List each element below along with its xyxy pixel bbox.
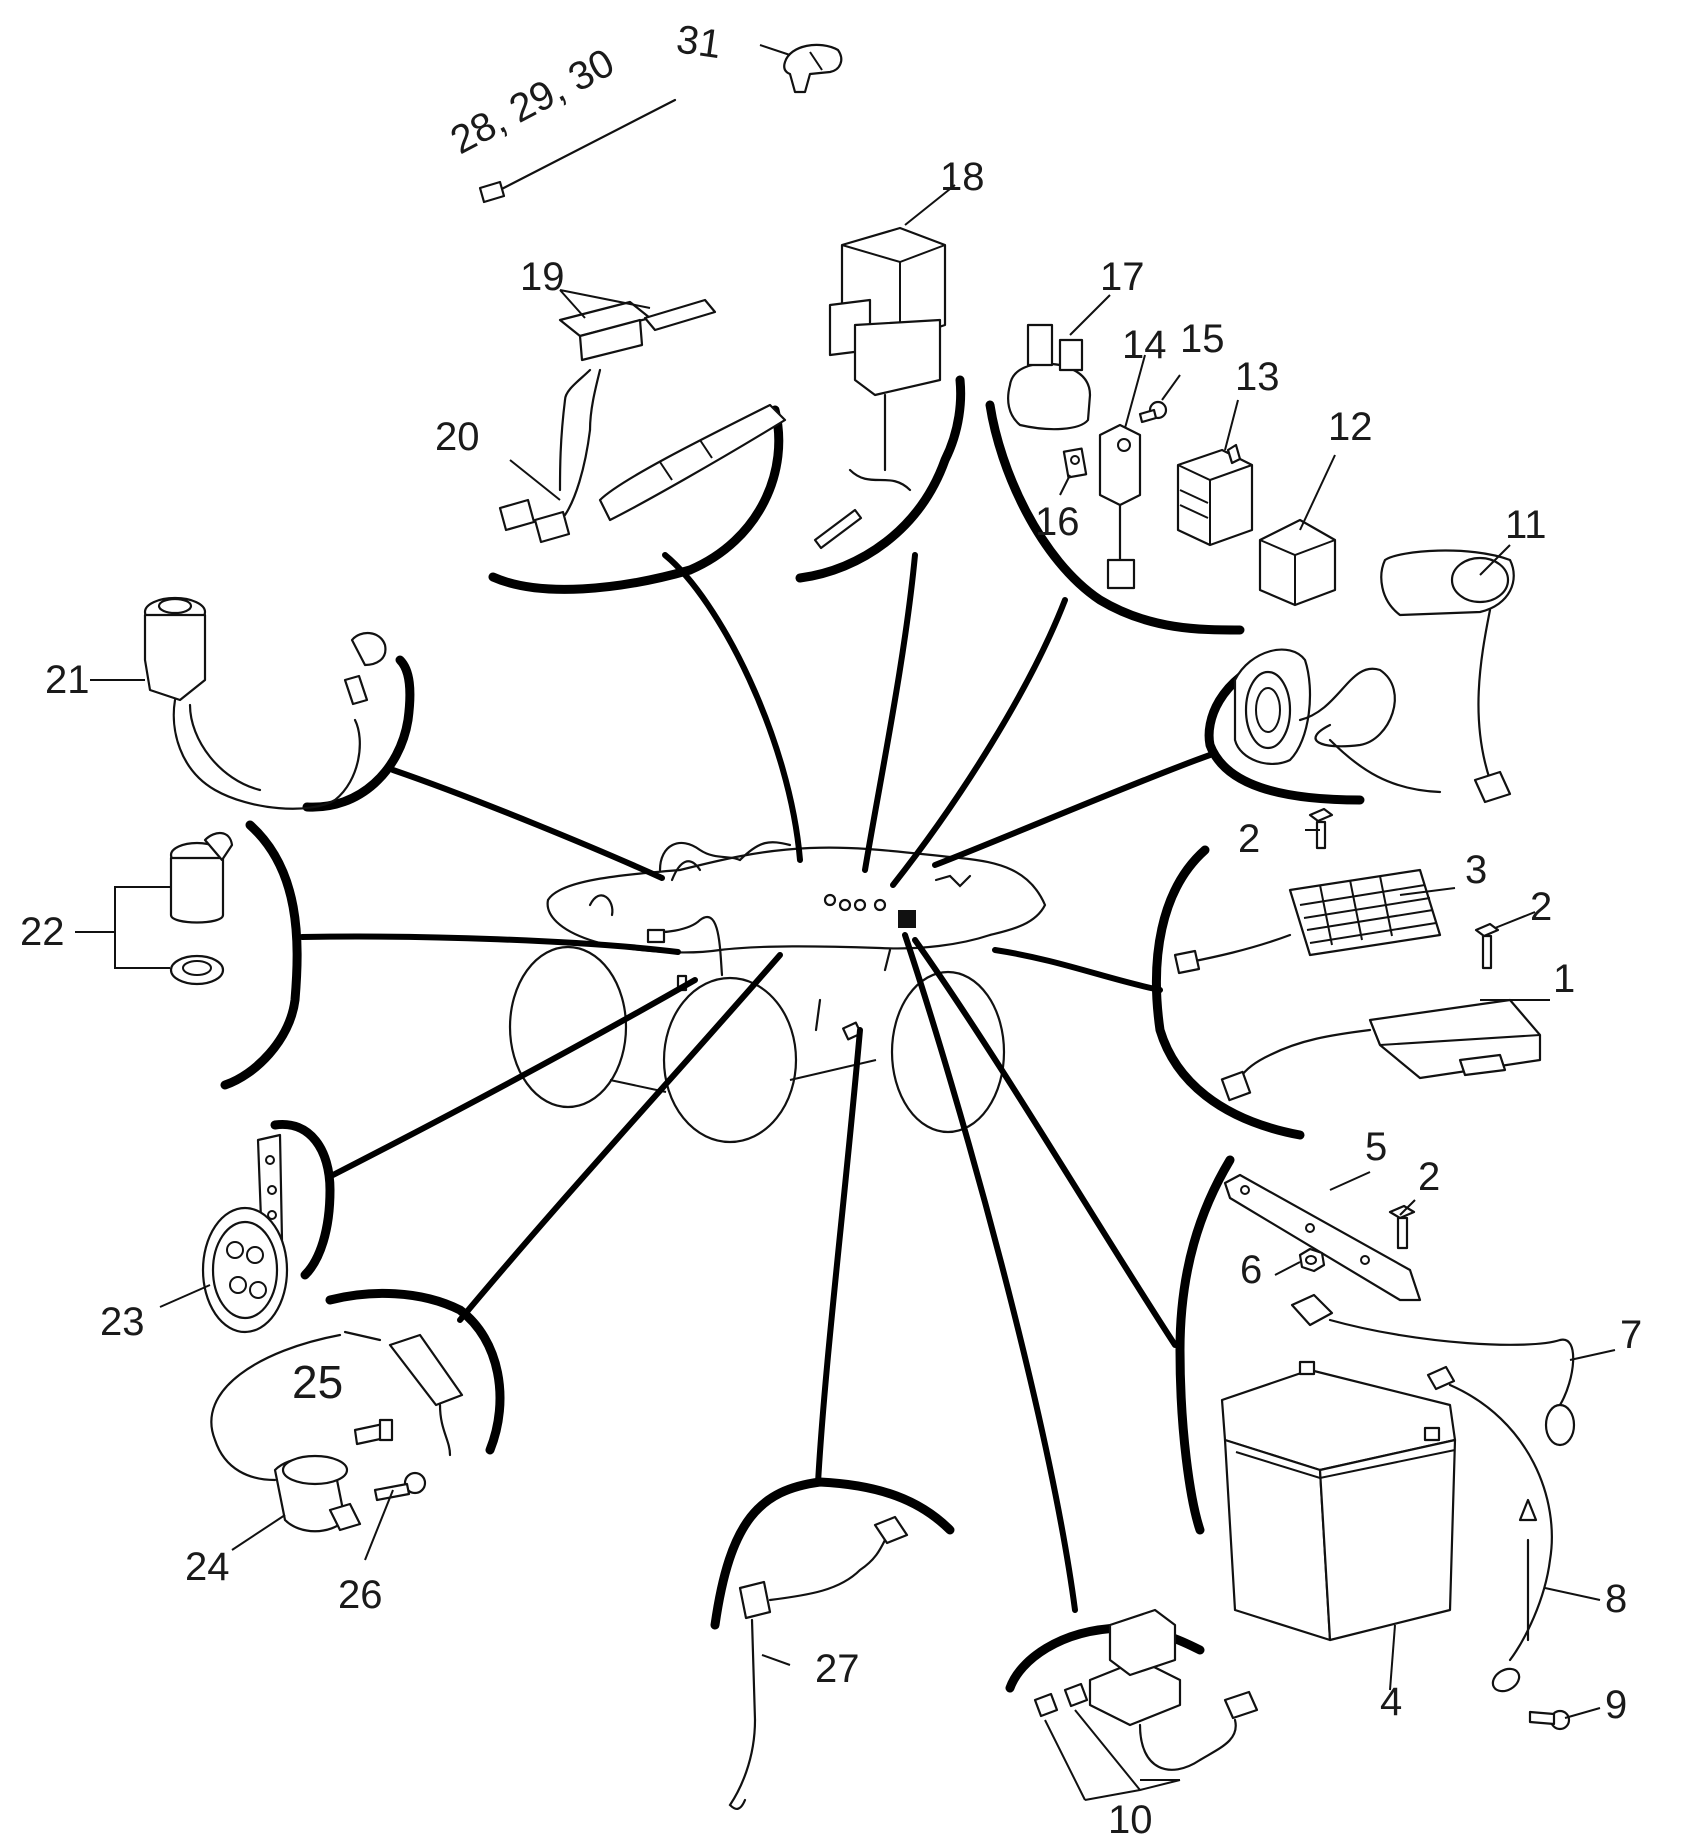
- vehicle-outline: [508, 841, 1047, 1144]
- flasher-relay[interactable]: [1258, 518, 1337, 607]
- screw-icon: [373, 1471, 427, 1502]
- callout-31: 31: [674, 17, 724, 67]
- screw-icon: [1528, 1709, 1571, 1731]
- callout-15: 15: [1180, 317, 1225, 361]
- bolt-icon: [1308, 807, 1334, 850]
- callout-8: 8: [1605, 1577, 1627, 1621]
- spark-plug-cap[interactable]: [343, 1330, 464, 1457]
- relay-block[interactable]: [1176, 443, 1254, 547]
- relay-with-lead[interactable]: [1098, 423, 1142, 590]
- callout-1: 1: [1553, 957, 1575, 1001]
- front-right-wheel: [890, 970, 1006, 1134]
- starter-solenoid[interactable]: [1007, 323, 1092, 431]
- bolt-icon: [1474, 922, 1500, 970]
- positive-battery-cable[interactable]: [1290, 1293, 1576, 1447]
- callout-9: 9: [1605, 1683, 1627, 1727]
- callout-22: 22: [20, 910, 65, 954]
- callout-28-29-30: 28, 29, 30: [444, 41, 622, 163]
- group-bubbles: [220, 375, 1365, 1693]
- callout-6: 6: [1240, 1248, 1262, 1292]
- callout-11: 11: [1505, 503, 1547, 547]
- bolt-icon: [353, 1418, 394, 1446]
- callout-17: 17: [1100, 255, 1145, 299]
- pickup-coil[interactable]: [210, 1333, 362, 1533]
- callout-23: 23: [100, 1300, 145, 1344]
- cdi-unit[interactable]: [1220, 998, 1542, 1102]
- screw-icon: [1138, 400, 1168, 424]
- callout-25: 25: [292, 1356, 343, 1408]
- rear-wheel: [662, 976, 798, 1144]
- callout-5: 5: [1365, 1125, 1387, 1169]
- callout-4: 4: [1380, 1680, 1402, 1724]
- callout-19: 19: [520, 255, 565, 299]
- callout-2: 2: [1530, 885, 1552, 929]
- callout-20: 20: [435, 415, 480, 459]
- callout-16: 16: [1035, 500, 1080, 544]
- callout-10: 10: [1108, 1798, 1153, 1837]
- callout-18: 18: [940, 155, 985, 199]
- brake-light-switch[interactable]: [728, 1515, 909, 1810]
- callout-leaders: [75, 44, 1616, 1801]
- callout-12: 12: [1328, 405, 1373, 449]
- connector-relay-set[interactable]: [1033, 1608, 1259, 1771]
- clip-icon: [1062, 447, 1088, 479]
- callout-3: 3: [1465, 848, 1487, 892]
- callout-21: 21: [45, 658, 90, 702]
- horn[interactable]: [201, 1133, 289, 1334]
- callout-24: 24: [185, 1545, 230, 1589]
- callout-2: 2: [1418, 1155, 1440, 1199]
- negative-battery-cable[interactable]: [1426, 1365, 1553, 1696]
- power-socket[interactable]: [169, 832, 234, 986]
- wiring-harness[interactable]: [498, 298, 787, 544]
- callout-2: 2: [1238, 817, 1260, 861]
- callout-7: 7: [1620, 1313, 1642, 1357]
- voltage-regulator[interactable]: [1173, 868, 1442, 975]
- nut-icon: [1298, 1247, 1326, 1273]
- callout-13: 13: [1235, 355, 1280, 399]
- battery-strap[interactable]: [1223, 1173, 1422, 1302]
- ignition-switch[interactable]: [143, 596, 387, 810]
- starter-relay-siren[interactable]: [1233, 549, 1515, 804]
- wire-clip[interactable]: [783, 43, 843, 94]
- cable-tie[interactable]: [478, 98, 677, 204]
- callout-14: 14: [1122, 323, 1167, 367]
- battery[interactable]: [1220, 1360, 1457, 1642]
- group-spokes: [299, 552, 1213, 1613]
- callout-27: 27: [815, 1647, 860, 1691]
- callout-26: 26: [338, 1573, 383, 1617]
- ignition-coil[interactable]: [813, 226, 947, 550]
